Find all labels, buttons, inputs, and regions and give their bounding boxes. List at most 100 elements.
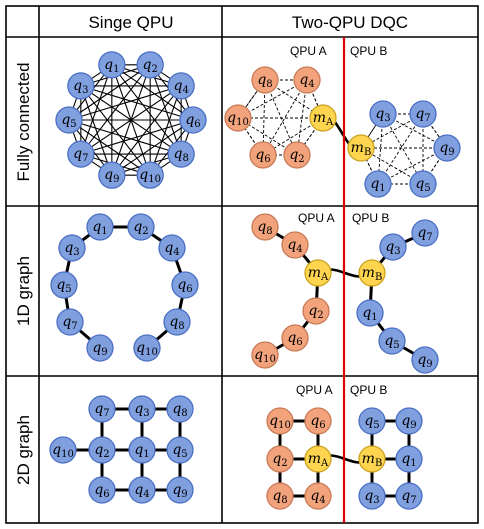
node-circle xyxy=(88,436,116,464)
node-circle xyxy=(358,482,386,510)
qubit-node: q5 xyxy=(166,436,194,464)
node-circle xyxy=(379,233,407,261)
node-label: q3 xyxy=(364,488,379,506)
node-circle xyxy=(50,271,78,299)
qubit-node: q9 xyxy=(86,334,114,362)
qubit-node: q1 xyxy=(128,436,156,464)
qubit-node: q5 xyxy=(55,106,83,134)
qubit-node: q6 xyxy=(304,407,332,435)
qubit-node: q9 xyxy=(166,476,194,504)
node-label: q9 xyxy=(401,413,416,431)
node-circle xyxy=(49,436,77,464)
qubit-node: q6 xyxy=(171,271,199,299)
node-circle xyxy=(304,482,332,510)
qubit-node: q1 xyxy=(395,445,423,473)
node-circle xyxy=(163,308,191,336)
node-circle xyxy=(378,327,406,355)
node-circle xyxy=(304,407,332,435)
qubit-node: q4 xyxy=(304,482,332,510)
node-label: q9 xyxy=(439,140,454,158)
node-label: q2 xyxy=(94,442,109,460)
graph-edge xyxy=(377,113,424,185)
node-label: q4 xyxy=(310,488,325,506)
node-circle xyxy=(358,259,386,287)
qubit-node: q3 xyxy=(369,100,397,128)
qubit-node: q4 xyxy=(158,234,186,262)
node-circle xyxy=(293,66,321,94)
qpu-a-label: QPU A xyxy=(290,44,327,58)
node-circle xyxy=(364,170,392,198)
qubit-node: q8 xyxy=(251,66,279,94)
node-label: q5 xyxy=(415,176,430,194)
node-circle xyxy=(302,297,330,325)
node-circle xyxy=(283,141,311,169)
graph-edge xyxy=(80,85,151,176)
node-label: mA xyxy=(308,265,329,283)
qubit-node: q8 xyxy=(166,395,194,423)
node-circle xyxy=(127,213,155,241)
node-circle xyxy=(409,100,437,128)
node-circle xyxy=(98,51,126,79)
qubit-node: q7 xyxy=(88,395,116,423)
node-label: q1 xyxy=(401,451,416,469)
node-label: q7 xyxy=(62,314,77,332)
node-label: q1 xyxy=(134,442,149,460)
node-label: q9 xyxy=(417,352,432,370)
node-circle xyxy=(128,395,156,423)
node-label: q2 xyxy=(133,219,148,237)
qubit-node: q8 xyxy=(167,140,195,168)
node-circle xyxy=(249,141,277,169)
qubit-node: q7 xyxy=(409,100,437,128)
qpu-b-label: QPU B xyxy=(350,44,387,58)
node-circle xyxy=(171,271,199,299)
graph-edge xyxy=(68,119,182,155)
qubit-node: q3 xyxy=(358,482,386,510)
node-circle xyxy=(281,231,309,259)
qubit-node: q10 xyxy=(266,407,294,435)
qubit-node: q2 xyxy=(127,213,155,241)
node-circle xyxy=(67,72,95,100)
node-circle xyxy=(304,259,332,287)
qubit-node: q2 xyxy=(88,436,116,464)
node-label: q8 xyxy=(169,314,184,332)
node-label: q5 xyxy=(172,442,187,460)
graph-edge xyxy=(80,85,113,176)
row-label-1d-graph: 1D graph xyxy=(14,256,33,326)
qubit-node: q7 xyxy=(395,482,423,510)
qubit-node: q5 xyxy=(378,327,406,355)
node-label: q9 xyxy=(172,482,187,500)
qubit-node: q4 xyxy=(128,476,156,504)
node-label: mB xyxy=(351,140,372,158)
node-label: q3 xyxy=(64,240,79,258)
node-label: q6 xyxy=(255,147,270,165)
node-circle xyxy=(266,407,294,435)
header-single-qpu: Singe QPU xyxy=(88,13,173,32)
graph-edge xyxy=(149,85,182,176)
node-label: q5 xyxy=(56,277,71,295)
qubit-node: q3 xyxy=(67,72,95,100)
node-label: q3 xyxy=(385,239,400,257)
node-circle xyxy=(281,324,309,352)
node-circle xyxy=(251,66,279,94)
qubit-node: q2 xyxy=(266,445,294,473)
node-label: q2 xyxy=(289,147,304,165)
qubit-node: q7 xyxy=(56,308,84,336)
qpu-a-label: QPU A xyxy=(298,211,335,225)
node-circle xyxy=(166,395,194,423)
node-circle xyxy=(166,436,194,464)
node-label: q4 xyxy=(134,482,149,500)
qubit-node: q4 xyxy=(293,66,321,94)
qubit-node: q2 xyxy=(302,297,330,325)
node-label: q8 xyxy=(172,401,187,419)
node-label: q6 xyxy=(94,482,109,500)
node-circle xyxy=(251,341,279,369)
qubit-node: q2 xyxy=(136,51,164,79)
graph-edge xyxy=(80,85,182,155)
node-circle xyxy=(158,234,186,262)
qubit-node: q10 xyxy=(251,341,279,369)
node-label: q7 xyxy=(417,225,432,243)
node-circle xyxy=(395,407,423,435)
node-circle xyxy=(395,445,423,473)
